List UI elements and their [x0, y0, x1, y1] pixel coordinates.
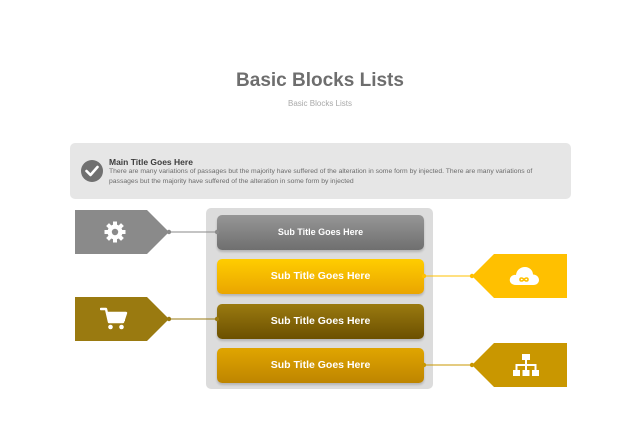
main-title: Main Title Goes Here	[109, 157, 193, 167]
main-description: There are many variations of passages bu…	[109, 168, 533, 185]
page-title: Basic Blocks Lists	[236, 70, 404, 91]
subtitle-block-1[interactable]: Sub Title Goes Here	[217, 215, 424, 250]
subtitle-block-2[interactable]: Sub Title Goes Here	[217, 259, 424, 294]
tag-cart	[75, 297, 170, 341]
subtitle-block-3[interactable]: Sub Title Goes Here	[217, 304, 424, 339]
connector-3	[166, 316, 220, 322]
cloud-infinity-icon	[509, 267, 539, 285]
page-subtitle: Basic Blocks Lists	[287, 99, 353, 108]
tag-cloud	[472, 254, 567, 298]
check-circle-icon	[81, 160, 103, 182]
connector-1	[166, 229, 220, 235]
subtitle-block-4[interactable]: Sub Title Goes Here	[217, 348, 424, 383]
hierarchy-icon	[513, 354, 539, 376]
main-title-box: Main Title Goes Here There are many vari…	[70, 143, 571, 199]
tag-hierarchy	[472, 343, 567, 387]
connector-4	[421, 362, 475, 368]
connector-2	[421, 273, 475, 279]
shopping-cart-icon	[100, 307, 128, 330]
tag-gear	[75, 210, 170, 254]
gear-icon	[104, 221, 126, 243]
